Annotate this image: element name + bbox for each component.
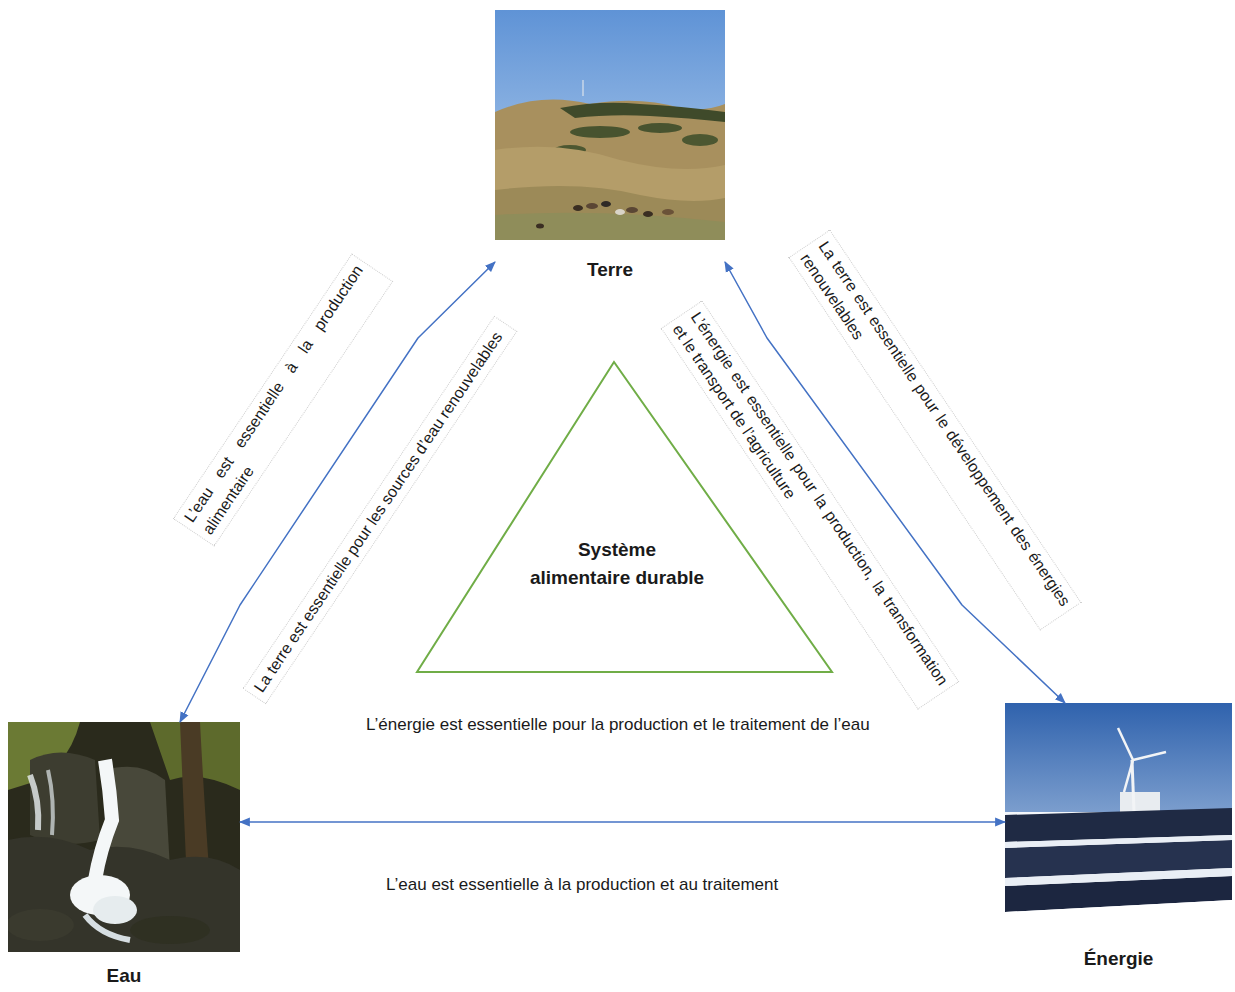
water-photo	[8, 722, 240, 952]
land-photo	[495, 10, 725, 240]
edge-note: L’eau est essentielle à la production et…	[380, 870, 900, 900]
center-title: Système alimentaire durable	[527, 536, 707, 592]
resource-node: Énergie	[1005, 703, 1232, 971]
edge-note: L’eau est essentielle à la production al…	[173, 253, 393, 546]
double-arrow	[240, 821, 1005, 823]
resource-node: Terre	[495, 10, 725, 282]
resource-node: Eau	[8, 722, 240, 988]
energy-photo	[1005, 703, 1232, 932]
resource-label: Terre	[587, 258, 633, 282]
resource-label: Énergie	[1084, 947, 1154, 971]
edge-note: L’énergie est essentielle pour la produc…	[360, 710, 895, 740]
resource-label: Eau	[107, 964, 142, 988]
